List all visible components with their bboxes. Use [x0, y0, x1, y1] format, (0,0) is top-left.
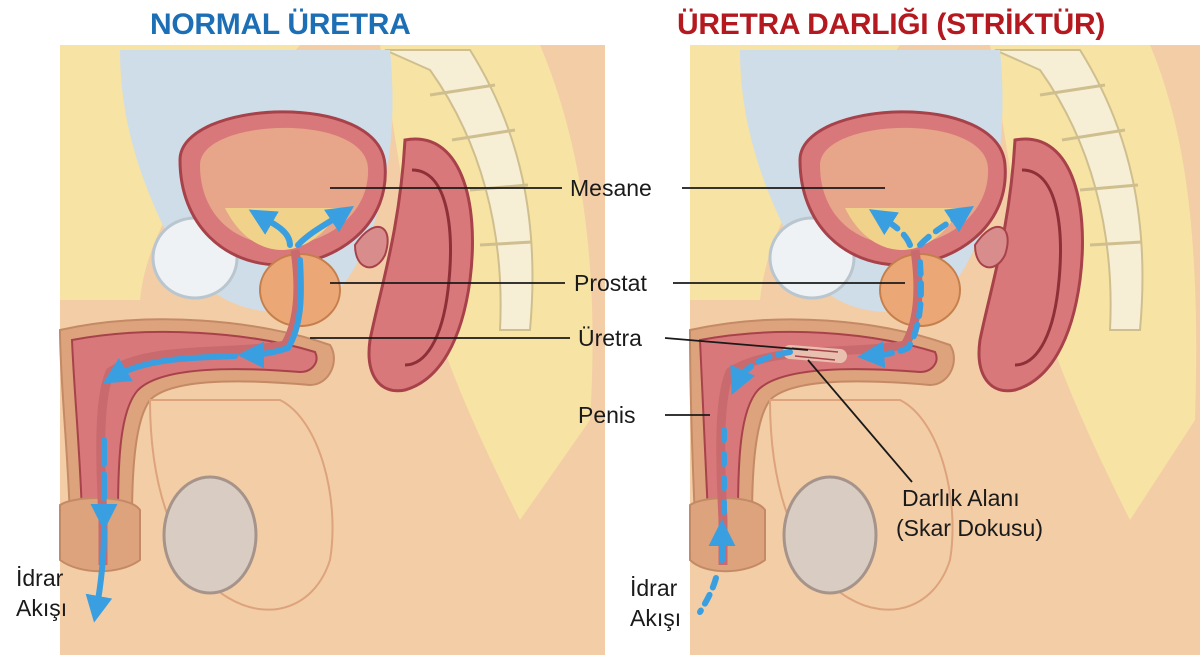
- seminal-vesicle-right: [973, 225, 1009, 269]
- testis-right: [782, 475, 878, 595]
- label-idrar-left: İdrar: [16, 565, 64, 591]
- buttock-right: [950, 420, 1200, 655]
- label-mesane: Mesane: [570, 175, 652, 201]
- testis: [162, 475, 258, 595]
- sacrum-bone-right: [994, 49, 1144, 331]
- normal-urethra-channel: [96, 249, 303, 565]
- label-akisi-right: Akışı: [630, 605, 682, 631]
- title-uretra-darligi: ÜRETRA DARLIĞI (STRİKTÜR): [677, 8, 1106, 41]
- rectum: [367, 137, 474, 393]
- rectum-right: [977, 137, 1084, 393]
- label-uretra: Üretra: [578, 325, 642, 351]
- label-penis: Penis: [578, 402, 636, 428]
- seminal-vesicle: [353, 225, 389, 269]
- flow-arrow-icon: [85, 206, 354, 623]
- buttock: [330, 420, 605, 655]
- label-idrar-right: İdrar: [630, 575, 678, 601]
- scar-tissue: [783, 345, 847, 363]
- title-normal-uretra: NORMAL ÜRETRA: [150, 8, 411, 41]
- label-skar-dokusu: (Skar Dokusu): [896, 515, 1043, 541]
- label-prostat: Prostat: [574, 270, 647, 296]
- sacrum-bone: [384, 49, 534, 331]
- label-darlik-alani: Darlık Alanı: [902, 485, 1020, 511]
- weak-flow-arrow-icon: [697, 206, 974, 615]
- normal-anatomy-panel: [58, 45, 605, 655]
- leader-line-icon: [310, 187, 913, 483]
- label-akisi-left: Akışı: [16, 595, 68, 621]
- stricture-anatomy-panel: [688, 45, 1200, 655]
